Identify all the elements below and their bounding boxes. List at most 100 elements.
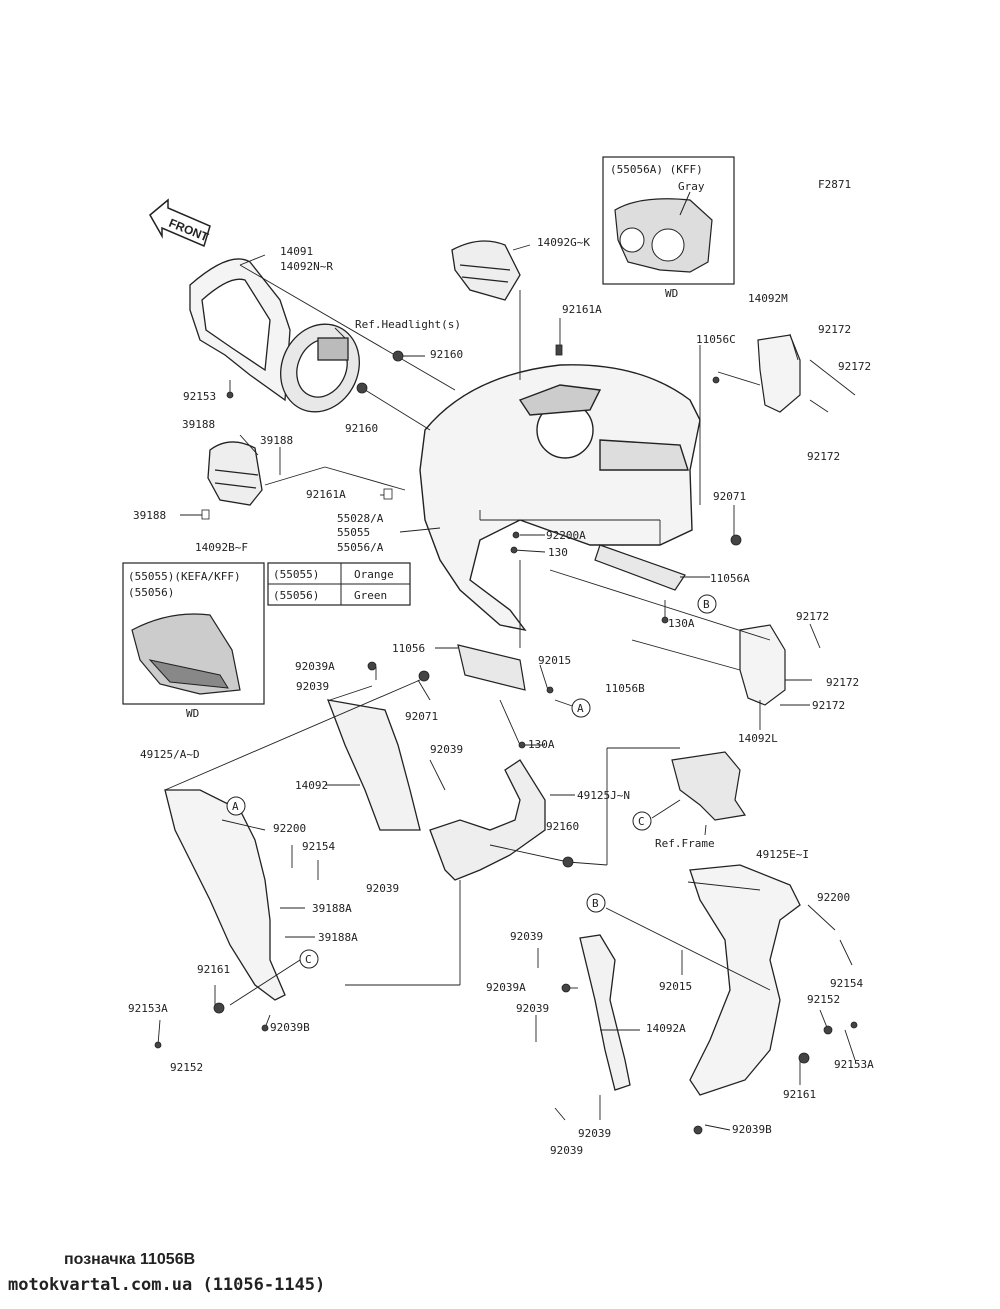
part-label: 55055 <box>337 526 370 539</box>
part-label: 92160 <box>430 348 463 361</box>
part-label: 92039 <box>550 1144 583 1157</box>
color-table-color-2: Green <box>354 589 387 602</box>
part-label: 14092N~R <box>280 260 333 273</box>
callout-b-right: B <box>586 893 606 913</box>
part-label: 11056C <box>696 333 736 346</box>
part-label: 11056 <box>392 642 425 655</box>
stay-11056 <box>457 644 526 691</box>
part-label: 92153A <box>128 1002 168 1015</box>
part-label: 92154 <box>830 977 863 990</box>
part-label: 92160 <box>546 820 579 833</box>
part-label: Ref.Headlight(s) <box>355 318 461 331</box>
part-label: 92039 <box>516 1002 549 1015</box>
part-label: 39188 <box>182 418 215 431</box>
part-label: 92152 <box>807 993 840 1006</box>
stay-11056A <box>594 544 686 591</box>
part-label: 92039 <box>366 882 399 895</box>
footer-source: motokvartal.com.ua (11056-1145) <box>8 1275 325 1295</box>
part-labels: 1409114092N~RRef.Headlight(s)92160921539… <box>128 236 874 1157</box>
svg-text:C: C <box>305 953 312 966</box>
part-label: 92015 <box>659 980 692 993</box>
ref-frame-bracket <box>671 751 747 821</box>
part-label: 14091 <box>280 245 313 258</box>
inset-top-caption: WD <box>665 287 678 300</box>
part-label: 92071 <box>405 710 438 723</box>
part-label: 39188A <box>318 931 358 944</box>
callout-c-top: C <box>632 811 652 831</box>
part-label: 92161 <box>197 963 230 976</box>
part-label: 92172 <box>796 610 829 623</box>
part-label: 55056/A <box>337 541 384 554</box>
svg-text:B: B <box>592 897 599 910</box>
color-table-color-1: Orange <box>354 568 394 581</box>
part-label: 92039 <box>296 680 329 693</box>
part-label: 92154 <box>302 840 335 853</box>
part-label: 92161 <box>783 1088 816 1101</box>
side-cowl-left <box>164 789 286 1001</box>
part-label: 92153A <box>834 1058 874 1071</box>
part-label: 92071 <box>713 490 746 503</box>
callout-c-left: C <box>299 949 319 969</box>
upper-cowl <box>419 364 701 632</box>
part-label: 92200 <box>273 822 306 835</box>
inset-left-line2: (55056) <box>128 586 174 599</box>
svg-text:C: C <box>638 815 645 828</box>
color-table-code-2: (55056) <box>273 589 319 602</box>
part-label: 92039 <box>578 1127 611 1140</box>
part-label: 11056A <box>710 572 750 585</box>
part-label: 92039B <box>732 1123 772 1136</box>
inner-panel-14092A <box>579 934 631 1091</box>
svg-text:A: A <box>232 800 239 813</box>
part-label: 92160 <box>345 422 378 435</box>
part-label: 130A <box>668 617 695 630</box>
part-label: 92172 <box>812 699 845 712</box>
part-label: 92161A <box>306 488 346 501</box>
side-cowl-right <box>689 864 801 1096</box>
part-label: 92172 <box>807 450 840 463</box>
inset-top-line1: (55056A) (KFF) <box>610 163 703 176</box>
part-label: 14092M <box>748 292 788 305</box>
fasteners <box>154 344 858 1135</box>
part-label: 39188A <box>312 902 352 915</box>
part-label: 92039A <box>486 981 526 994</box>
part-label: 92039 <box>430 743 463 756</box>
part-label: 92172 <box>838 360 871 373</box>
callout-a-top: A <box>571 698 591 718</box>
part-label: 92015 <box>538 654 571 667</box>
duct-left <box>207 441 263 506</box>
part-label: 39188 <box>133 509 166 522</box>
svg-text:A: A <box>577 702 584 715</box>
color-table-code-1: (55055) <box>273 568 319 581</box>
part-label: 92172 <box>826 676 859 689</box>
callout-b-top: B <box>697 594 717 614</box>
inset-top: (55056A) (KFF) Gray WD <box>602 156 735 300</box>
inset-top-line2: Gray <box>678 180 705 193</box>
part-label: 92039 <box>510 930 543 943</box>
part-label: 55028/A <box>337 512 384 525</box>
part-label: 130A <box>528 738 555 751</box>
part-label: 92161A <box>562 303 602 316</box>
lower-cowl-center <box>429 759 546 881</box>
svg-text:B: B <box>703 598 710 611</box>
part-label: 14092 <box>295 779 328 792</box>
part-label: 14092A <box>646 1022 686 1035</box>
duct-top <box>451 240 521 301</box>
part-label: 92172 <box>818 323 851 336</box>
bracket-right-mid <box>739 624 786 706</box>
part-label: 14092L <box>738 732 778 745</box>
part-label: 92200 <box>817 891 850 904</box>
leader-lines <box>157 244 856 1131</box>
part-label: 92152 <box>170 1061 203 1074</box>
part-label: 92039B <box>270 1021 310 1034</box>
front-arrow-icon: FRONT <box>149 198 211 248</box>
part-label: 49125E~I <box>756 848 809 861</box>
part-label: 92200A <box>546 529 586 542</box>
part-label: 92039A <box>295 660 335 673</box>
footer-note: позначка 11056B <box>64 1251 195 1268</box>
inset-left-caption: WD <box>186 707 199 720</box>
callout-a-left: A <box>226 796 246 816</box>
headlight-cover <box>189 258 291 402</box>
inset-left: (55055)(KEFA/KFF) (55056) WD <box>122 562 265 720</box>
headlight-assembly <box>280 323 360 413</box>
